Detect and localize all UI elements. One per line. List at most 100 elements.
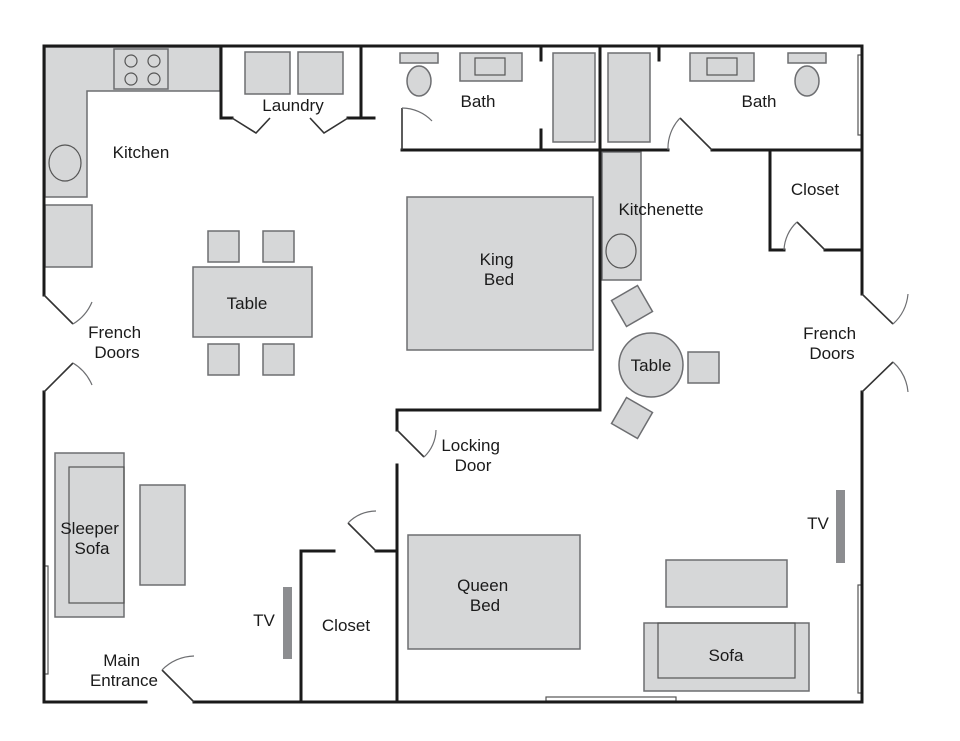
bath-vanity xyxy=(459,52,523,82)
tv-right-icon xyxy=(836,490,845,563)
french-doors-right-line1: French xyxy=(803,324,856,343)
closet-door-icon xyxy=(796,221,826,251)
exterior-wall xyxy=(42,390,148,704)
king-bed xyxy=(406,196,594,351)
laundry-label: Laundry xyxy=(262,96,324,115)
queen-bed-label: Queen Bed xyxy=(457,576,513,615)
queen-bed-label-line2: Bed xyxy=(470,596,500,615)
toilet-tank-icon xyxy=(399,52,439,64)
closet-right-label: Closet xyxy=(791,180,839,199)
sleeper-sofa-label: Sleeper Sofa xyxy=(60,519,123,558)
window xyxy=(545,696,677,702)
bath-center-wall xyxy=(395,44,602,432)
french-door-swing-icon xyxy=(72,301,93,386)
main-entrance-label: Main Entrance xyxy=(90,651,158,690)
laundry-wall xyxy=(346,44,363,120)
dining-table-label: Table xyxy=(227,294,268,313)
closet-center-label: Closet xyxy=(322,616,370,635)
burner-icon xyxy=(124,54,138,68)
main-entrance-door-icon xyxy=(161,669,195,703)
bath-door-swing-icon xyxy=(401,107,433,122)
closet-wall xyxy=(299,549,336,704)
washer xyxy=(244,51,291,95)
locking-door-icon xyxy=(396,429,425,458)
french-doors-left-line2: Doors xyxy=(94,343,139,362)
chair xyxy=(207,230,240,263)
bath-sink-icon xyxy=(706,57,738,76)
bathtub xyxy=(607,52,651,143)
locking-door-swing-icon xyxy=(423,429,437,458)
french-door-swing-icon xyxy=(892,293,909,393)
sofa-label: Sofa xyxy=(709,646,745,665)
burner-icon xyxy=(147,72,161,86)
main-entrance-line1: Main xyxy=(103,651,140,670)
french-doors-right-label: French Doors xyxy=(803,324,861,363)
laundry-wall xyxy=(219,44,234,120)
labels: Kitchen Laundry Bath Bath Closet Kitchen… xyxy=(60,92,861,690)
dryer xyxy=(297,51,344,95)
french-doors-right-line2: Doors xyxy=(809,344,854,363)
coffee-table xyxy=(139,484,186,586)
queen-bed xyxy=(407,534,581,650)
furniture xyxy=(43,46,863,702)
chair xyxy=(610,396,654,440)
chair xyxy=(262,230,295,263)
exterior-wall xyxy=(42,44,864,297)
coffee-table xyxy=(665,559,788,608)
main-entrance-swing-icon xyxy=(161,655,195,671)
toilet-tank-icon xyxy=(787,52,827,64)
toilet-icon xyxy=(794,65,820,97)
tv-left-icon xyxy=(283,587,292,659)
bath-door-swing-icon xyxy=(667,117,681,151)
queen-bed-label-line1: Queen xyxy=(457,576,508,595)
bath-vanity xyxy=(689,52,755,82)
chair xyxy=(207,343,240,376)
toilet-icon xyxy=(406,65,432,97)
closet-door-swing-icon xyxy=(347,510,377,524)
closet-door-icon xyxy=(347,522,377,552)
closet-door-swing-icon xyxy=(783,221,798,251)
kitchenette-label: Kitchenette xyxy=(618,200,703,219)
tv-right-label: TV xyxy=(807,514,829,533)
round-table-label: Table xyxy=(631,356,672,375)
locking-door-line2: Door xyxy=(455,456,492,475)
bath-right-label: Bath xyxy=(742,92,777,111)
french-door-icon xyxy=(861,293,894,393)
french-door-icon xyxy=(43,294,74,393)
kitchen-label: Kitchen xyxy=(113,143,170,162)
bathtub xyxy=(552,52,596,143)
locking-door-label: Locking Door xyxy=(441,436,504,475)
king-bed-label-line1: King xyxy=(480,250,514,269)
main-entrance-line2: Entrance xyxy=(90,671,158,690)
sleeper-sofa-label-line2: Sofa xyxy=(75,539,111,558)
sofa-cushion xyxy=(657,622,796,679)
tv-left-label: TV xyxy=(253,611,275,630)
king-bed-label-line2: Bed xyxy=(484,270,514,289)
dining-table xyxy=(192,266,313,338)
laundry-door-icon xyxy=(231,117,349,135)
sleeper-sofa xyxy=(54,452,125,618)
closet-wall xyxy=(768,148,786,252)
kitchen-cooktop xyxy=(113,48,169,90)
sleeper-sofa-label-line1: Sleeper xyxy=(60,519,119,538)
kitchen-fridge xyxy=(44,204,93,268)
kitchen-sink-icon xyxy=(48,144,82,182)
burner-icon xyxy=(124,72,138,86)
round-table xyxy=(618,332,684,398)
exterior-wall xyxy=(192,390,864,704)
bath-sink-icon xyxy=(474,57,506,76)
burner-icon xyxy=(147,54,161,68)
walls xyxy=(42,44,864,704)
bath-left-label: Bath xyxy=(461,92,496,111)
king-bed-label: King Bed xyxy=(480,250,519,289)
chair xyxy=(610,284,654,328)
sofa-cushion xyxy=(68,466,125,604)
chair xyxy=(687,351,720,384)
french-doors-left-label: French Doors xyxy=(88,323,146,362)
doors xyxy=(43,107,909,703)
kitchenette-sink-icon xyxy=(605,233,637,269)
bath-door-icon xyxy=(679,117,713,151)
locking-door-line1: Locking xyxy=(441,436,500,455)
chair xyxy=(262,343,295,376)
